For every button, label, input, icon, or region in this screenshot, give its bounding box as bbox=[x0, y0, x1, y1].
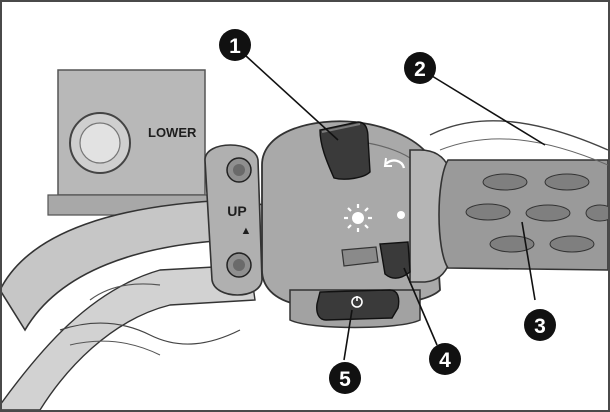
reservoir-lower-label: LOWER bbox=[148, 125, 197, 140]
callout-2: 2 bbox=[404, 52, 436, 84]
callout-number-4: 4 bbox=[439, 349, 451, 372]
leader-line-2 bbox=[431, 75, 546, 146]
hand-grip bbox=[438, 159, 608, 271]
callout-5: 5 bbox=[329, 362, 361, 394]
callout-number-2: 2 bbox=[414, 58, 426, 81]
front-brake-lever bbox=[429, 120, 608, 151]
up-arrow: ▲ bbox=[241, 225, 252, 237]
callout-4: 4 bbox=[429, 343, 461, 375]
leader-line-5 bbox=[343, 309, 353, 361]
curved-arrow-icon bbox=[385, 159, 406, 169]
leader-line-4 bbox=[403, 267, 438, 346]
top-switch-button[interactable] bbox=[319, 121, 371, 180]
leader-line-3 bbox=[521, 221, 536, 301]
brake-fluid-reservoir: LOWER bbox=[47, 69, 211, 216]
leader-line-1 bbox=[245, 55, 339, 141]
rocker-slot bbox=[341, 246, 379, 267]
dot-icon bbox=[397, 211, 405, 219]
callout-number-1: 1 bbox=[229, 35, 241, 58]
callout-1: 1 bbox=[219, 29, 251, 61]
brake-lever bbox=[2, 264, 256, 410]
right-side-switch[interactable] bbox=[379, 241, 411, 279]
callout-3: 3 bbox=[524, 309, 556, 341]
up-down-switch: UP ▲ bbox=[204, 144, 263, 296]
callout-number-5: 5 bbox=[339, 368, 351, 391]
start-button[interactable] bbox=[316, 289, 400, 321]
up-label: UP bbox=[227, 203, 246, 219]
callout-number-3: 3 bbox=[534, 315, 546, 338]
sun-icon bbox=[344, 204, 372, 232]
leader-lines bbox=[245, 55, 546, 361]
wiring bbox=[59, 322, 241, 345]
